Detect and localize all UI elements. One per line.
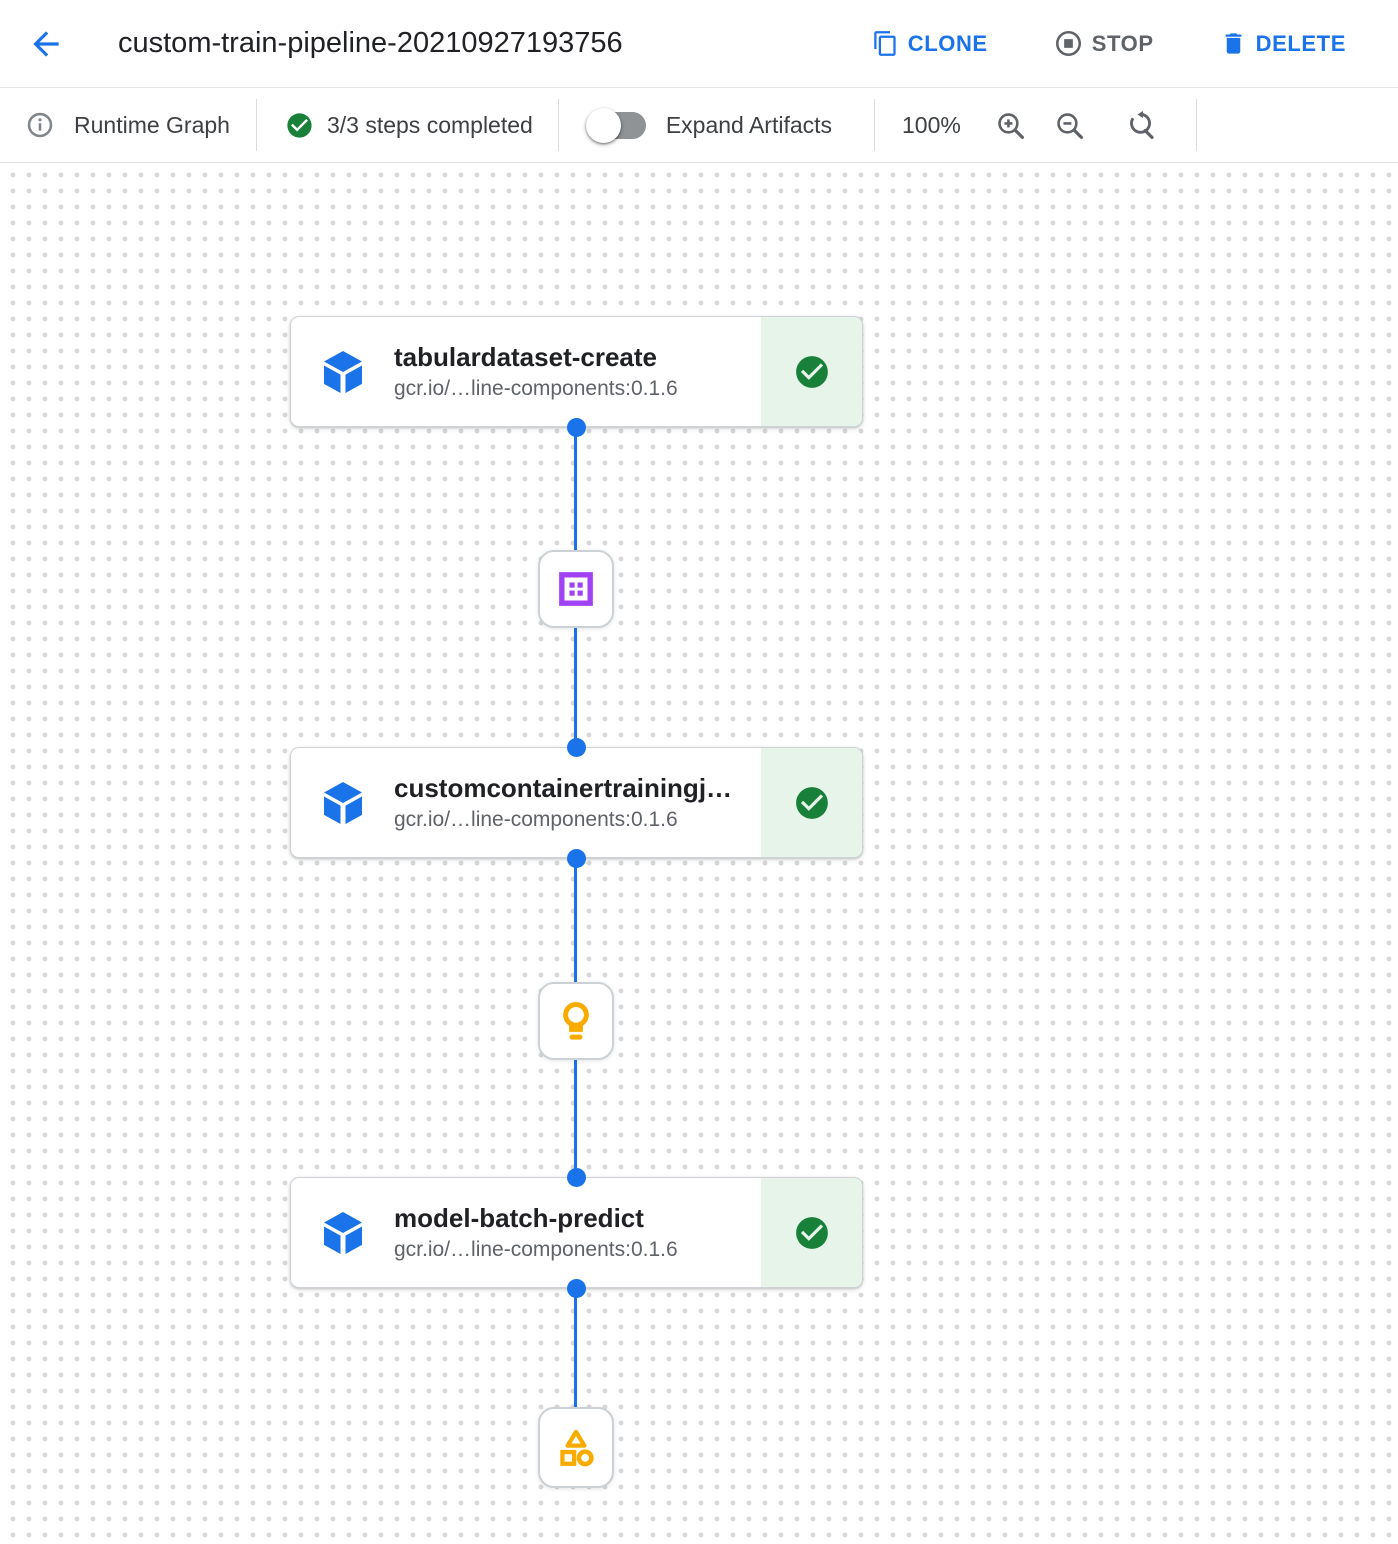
zoom-reset-icon	[1125, 110, 1156, 141]
toolbar-divider	[1196, 99, 1197, 151]
generic-artifact-icon	[554, 1426, 598, 1470]
header: custom-train-pipeline-20210927193756 CLO…	[0, 0, 1398, 88]
edge-line	[574, 858, 577, 983]
artifact-node-dataset[interactable]	[538, 550, 614, 628]
delete-icon	[1220, 30, 1247, 57]
container-step-icon	[319, 348, 367, 396]
edge-line	[574, 1057, 577, 1177]
steps-completed-check-icon	[285, 111, 314, 140]
zoom-in-icon	[995, 110, 1026, 141]
expand-artifacts-toggle[interactable]	[586, 106, 648, 144]
steps-completed-status: 3/3 steps completed	[327, 112, 533, 139]
page-title: custom-train-pipeline-20210927193756	[118, 27, 623, 60]
edge-connector-dot	[567, 418, 586, 437]
zoom-in-button[interactable]	[995, 110, 1026, 141]
zoom-out-button[interactable]	[1054, 110, 1085, 141]
edge-connector-dot	[567, 1168, 586, 1187]
zoom-level-value: 100%	[902, 112, 961, 139]
toolbar-divider	[874, 99, 875, 151]
edge-line	[574, 627, 577, 747]
edge-connector-dot	[567, 849, 586, 868]
back-arrow-icon	[27, 25, 65, 63]
success-icon	[793, 353, 831, 391]
toolbar-divider	[558, 99, 559, 151]
edge-line	[574, 1288, 577, 1408]
artifact-node-model[interactable]	[538, 982, 614, 1060]
container-step-icon	[319, 779, 367, 827]
container-step-icon	[319, 1209, 367, 1257]
pipeline-canvas[interactable]: tabulardataset-create gcr.io/…line-compo…	[0, 163, 1398, 1544]
edge-line	[574, 427, 577, 551]
stop-button-label: STOP	[1092, 31, 1154, 57]
node-tabulardataset-create[interactable]: tabulardataset-create gcr.io/…line-compo…	[290, 316, 863, 427]
success-icon	[793, 784, 831, 822]
status-strip	[761, 1178, 862, 1287]
delete-button-label: DELETE	[1256, 31, 1346, 57]
toggle-knob	[586, 108, 621, 143]
clone-icon	[872, 30, 899, 57]
status-strip	[761, 317, 862, 426]
artifact-node-batch-prediction[interactable]	[538, 1407, 614, 1488]
toolbar: Runtime Graph 3/3 steps completed Expand…	[0, 88, 1398, 163]
header-actions: CLONE STOP DELETE	[872, 29, 1346, 58]
delete-button[interactable]: DELETE	[1220, 30, 1346, 57]
stop-button[interactable]: STOP	[1054, 29, 1154, 58]
status-strip	[761, 748, 862, 857]
clone-button-label: CLONE	[908, 31, 988, 57]
info-icon[interactable]	[26, 111, 54, 139]
edge-connector-dot	[567, 738, 586, 757]
toolbar-divider	[256, 99, 257, 151]
dataset-artifact-icon	[553, 566, 599, 612]
success-icon	[793, 1214, 831, 1252]
expand-artifacts-label: Expand Artifacts	[666, 112, 832, 139]
node-model-batch-predict[interactable]: model-batch-predict gcr.io/…line-compone…	[290, 1177, 863, 1288]
model-artifact-icon	[553, 998, 599, 1044]
back-button[interactable]	[24, 22, 68, 66]
view-mode-label: Runtime Graph	[74, 112, 230, 139]
node-customcontainertrainingjob[interactable]: customcontainertrainingj… gcr.io/…line-c…	[290, 747, 863, 858]
stop-icon	[1054, 29, 1083, 58]
edge-connector-dot	[567, 1279, 586, 1298]
zoom-out-icon	[1054, 110, 1085, 141]
zoom-reset-button[interactable]	[1125, 110, 1156, 141]
clone-button[interactable]: CLONE	[872, 30, 988, 57]
